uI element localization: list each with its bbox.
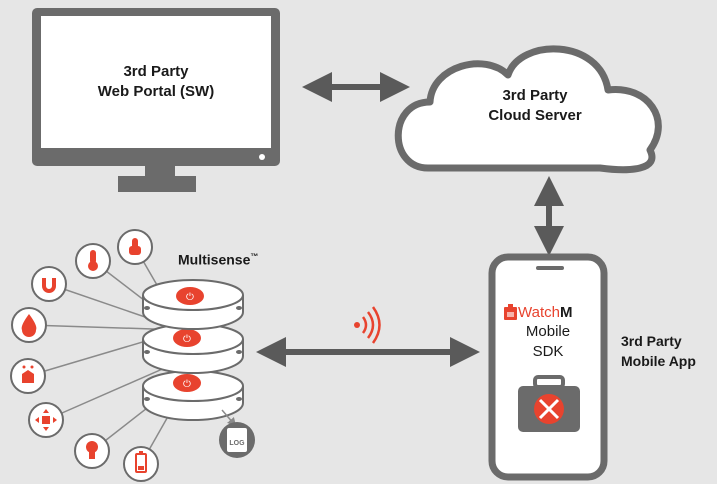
shock-icon (10, 358, 46, 394)
svg-text:⏻: ⏻ (186, 292, 194, 303)
water-drop-icon (11, 307, 47, 343)
cloud-line1: 3rd Party (502, 87, 568, 104)
cloud-line2: Cloud Server (488, 107, 582, 124)
phone-brand-prefix: Watch (518, 304, 560, 321)
monitor-icon (32, 8, 280, 192)
portal-line1: 3rd Party (123, 63, 189, 80)
phone-line3: SDK (532, 343, 564, 360)
phone-brand: WatchM (518, 304, 572, 322)
mobile-app-line2: Mobile App (621, 353, 696, 369)
magnet-icon (31, 266, 67, 302)
motion-icon (28, 402, 64, 438)
log-badge-label: LOG (229, 440, 245, 447)
watchm-logo-icon (504, 304, 517, 320)
device-label: Multisense™ (178, 247, 258, 270)
log-file-icon: LOG (219, 422, 255, 458)
multisense-device-bottom: ⏻ (142, 370, 244, 421)
phone-brand-suffix: M (559, 304, 573, 321)
phone-label: Mobile SDK (498, 322, 598, 362)
mobile-app-line1: 3rd Party (621, 333, 682, 349)
battery-icon (123, 446, 159, 482)
device-tm: ™ (250, 252, 259, 261)
portal-label: 3rd Party Web Portal (SW) (61, 62, 251, 102)
phone-icon (488, 253, 608, 481)
mobile-app-label: 3rd Party Mobile App (621, 331, 696, 371)
portal-line2: Web Portal (SW) (97, 83, 215, 100)
cloud-icon (394, 45, 662, 174)
light-bulb-icon (74, 433, 110, 469)
wireless-signal-icon (354, 306, 381, 344)
log-arrow (221, 409, 237, 427)
thermometer-icon (75, 243, 111, 279)
phone-line2: Mobile (525, 323, 571, 340)
toolbox-icon (518, 375, 580, 432)
svg-text:⏻: ⏻ (183, 379, 191, 390)
touch-icon (117, 229, 153, 265)
multisense-device-top: ⏻ (142, 279, 244, 330)
multisense-device-middle: ⏻ (142, 323, 244, 374)
device-name: Multisense (178, 251, 251, 268)
svg-text:⏻: ⏻ (183, 334, 191, 345)
cloud-label: 3rd Party Cloud Server (460, 86, 610, 126)
